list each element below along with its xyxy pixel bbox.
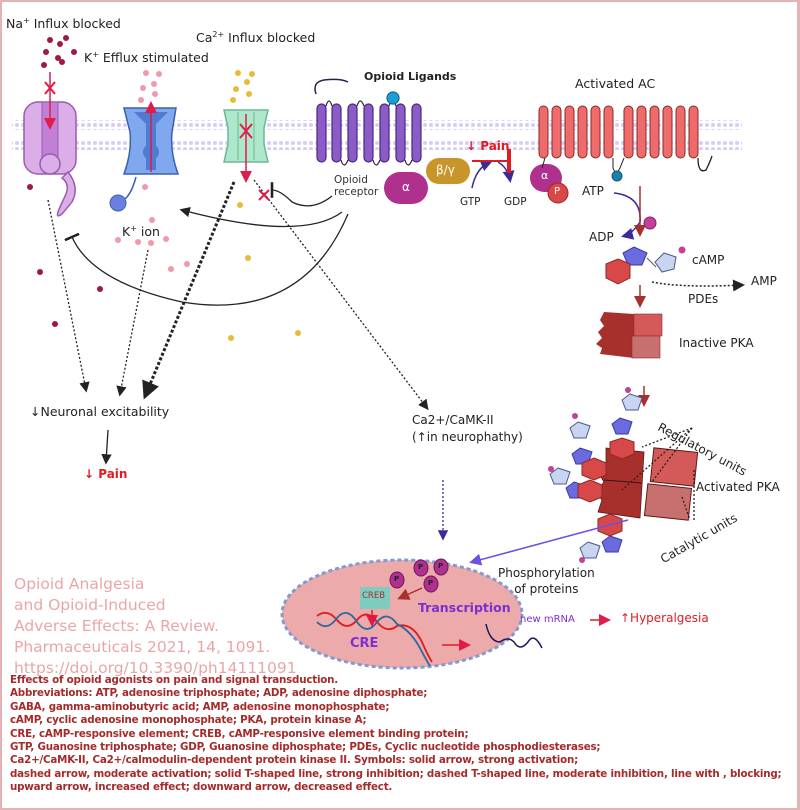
citation-line: Pharmaceuticals 2021, 14, 1091. <box>14 638 271 656</box>
ca-channel <box>223 109 269 183</box>
caption-line: dashed arrow, moderate activation; solid… <box>10 767 782 780</box>
p-label-2: P <box>438 562 444 570</box>
adenylyl-cyclase <box>538 105 713 182</box>
citation-line: Adverse Effects: A Review. <box>14 617 219 635</box>
na-influx-label: Na+ Influx blocked <box>6 16 121 32</box>
citation-line: and Opioid-Induced <box>14 596 166 614</box>
gdp-label: GDP <box>504 196 527 208</box>
ca-influx-label: Ca2+ Influx blocked <box>196 30 316 46</box>
k-efflux-label: K+ Efflux stimulated <box>84 50 209 66</box>
p-label-1: P <box>418 563 424 571</box>
dna-helix <box>316 611 433 667</box>
na-channel <box>23 72 77 217</box>
citation-block: Opioid Analgesia and Opioid-Induced Adve… <box>14 574 297 679</box>
pka-unit-pointers <box>621 427 695 522</box>
caption-line: Ca2+/CaMK-II, Ca2+/calmodulin-dependent … <box>10 754 578 767</box>
ac-alpha-label: α <box>541 169 549 182</box>
creb-label: CREB <box>362 591 386 601</box>
caption-line: Effects of opioid agonists on pain and s… <box>10 674 338 686</box>
mrna-label: new mRNA <box>520 614 575 625</box>
caption-line: cAMP, cyclic adenosine monophosphate; PK… <box>10 714 367 727</box>
k-ion-label: K+ ion <box>122 224 160 240</box>
caption-line: upward arrow, increased effect; downward… <box>10 781 393 794</box>
activated-ac-title: Activated AC <box>575 76 656 91</box>
na-ions <box>27 35 103 327</box>
p-label-4: P <box>428 579 434 587</box>
phospho-proteins <box>389 558 449 593</box>
activated-pka <box>595 447 699 521</box>
citation-line: Opioid Analgesia <box>14 575 145 593</box>
transcription-label: Transcription <box>418 600 511 615</box>
creb-box <box>360 587 390 609</box>
p-label-3: P <box>394 575 400 583</box>
g-protein <box>384 158 569 204</box>
opioid-receptor <box>314 78 422 166</box>
cell-membrane <box>12 120 742 150</box>
k-ions <box>115 70 190 272</box>
left-pain-label: ↓ Pain <box>84 467 128 481</box>
phosphate-label: P <box>554 186 561 197</box>
opioid-ligands-label: Opioid Ligands <box>364 70 457 83</box>
adp-label: ADP <box>589 230 614 244</box>
camp-label: cAMP <box>692 253 725 267</box>
figure-caption: Effects of opioid agonists on pain and s… <box>10 674 782 795</box>
pdes-label: PDEs <box>688 292 719 306</box>
amp-label: AMP <box>751 274 777 288</box>
camp-cluster <box>548 387 643 563</box>
inactive-pka-label: Inactive PKA <box>679 336 754 350</box>
camk-label: Ca2+/CaMK-II(↑in neurophathy) <box>412 413 523 444</box>
g-beta-gamma-label: β/γ <box>436 163 455 177</box>
gtp-label: GTP <box>460 196 481 208</box>
camp-molecule <box>605 246 686 285</box>
hyperalgesia-label: ↑Hyperalgesia <box>620 611 709 625</box>
caption-line: GABA, gamma-aminobutyric acid; AMP, aden… <box>10 700 390 713</box>
ca-ions <box>228 70 301 341</box>
cre-label: CRE <box>350 636 379 651</box>
inactive-pka <box>596 312 663 359</box>
atp-label: ATP <box>582 184 604 198</box>
activated-pka-label: Activated PKA <box>696 480 780 494</box>
caption-line: Abbreviations: ATP, adenosine triphospha… <box>10 687 428 700</box>
g-alpha-label: α <box>402 180 410 194</box>
neuronal-excitability-label: ↓Neuronal excitability <box>30 404 170 419</box>
receptor-pain-label: ↓ Pain <box>466 139 510 153</box>
mrna-strand <box>485 623 543 649</box>
citation-doi-link[interactable]: https://doi.org/10.3390/ph14111091 <box>14 659 297 677</box>
caption-line: CRE, cAMP-responsive element; CREB, cAMP… <box>10 727 469 740</box>
k-channel <box>109 101 180 212</box>
signal-lines <box>47 179 449 541</box>
caption-line: GTP, Guanosine triphosphate; GDP, Guanos… <box>10 741 601 754</box>
